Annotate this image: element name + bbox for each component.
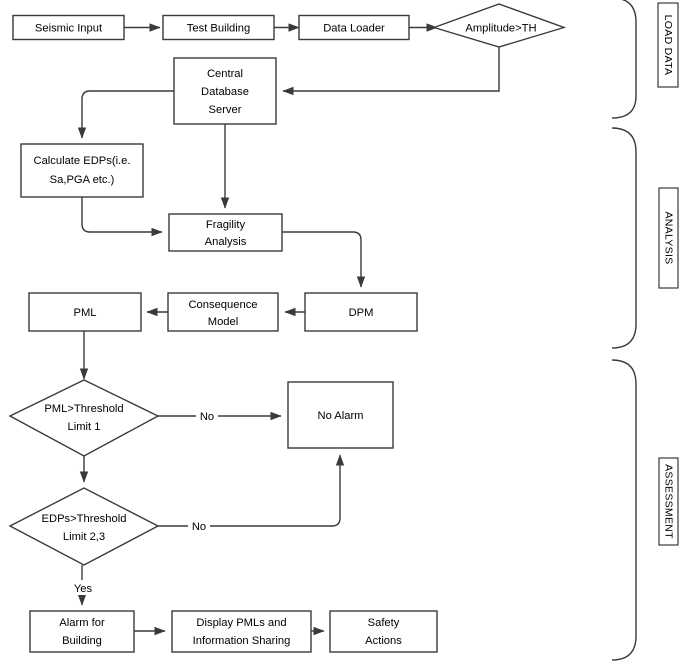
phase-label-assessment-text: ASSESSMENT	[663, 464, 675, 539]
node-pml-label: PML	[73, 307, 96, 319]
phase-label-load-data: LOAD DATA	[657, 2, 679, 88]
node-amplitude-th-label: Amplitude>TH	[465, 23, 536, 35]
node-fragility-analysis: Fragility Analysis	[168, 213, 283, 252]
node-pml-threshold-label-line2: Limit 1	[68, 421, 101, 433]
node-calculate-edps-label-line1: Calculate EDPs(i.e.	[34, 155, 131, 167]
node-central-db-label-line3: Server	[209, 104, 242, 116]
phase-label-analysis: ANALYSIS	[658, 187, 679, 289]
phase-brackets	[611, 0, 637, 661]
nodes-layer: Seismic Input Test Building Data Loader …	[8, 3, 567, 653]
node-safety-actions-label-line1: Safety	[368, 617, 400, 629]
node-dpm: DPM	[304, 292, 418, 332]
edge-edpsthreshold-no-to-noalarm	[158, 454, 345, 527]
node-amplitude-th: Amplitude>TH	[431, 3, 567, 48]
edge-label-edps-threshold-yes-top: Yes	[74, 583, 93, 595]
edge-amplitude-to-centraldb	[282, 47, 500, 96]
node-seismic-input: Seismic Input	[12, 14, 125, 41]
node-edps-threshold-label-line2: Limit 2,3	[63, 531, 105, 543]
node-data-loader-label: Data Loader	[323, 23, 385, 35]
edge-label-masks	[72, 408, 218, 595]
node-display-pmls-label-line2: Information Sharing	[193, 635, 291, 647]
node-fragility-label-line2: Analysis	[205, 236, 247, 248]
node-central-db-label-line1: Central	[207, 68, 243, 80]
edge-label-edps-threshold-no-top: No	[192, 521, 206, 533]
node-no-alarm: No Alarm	[287, 381, 394, 449]
edge-centraldb-to-calcedps	[77, 90, 174, 139]
node-central-db-label-line2: Database	[201, 86, 249, 98]
node-fragility-label-line1: Fragility	[206, 219, 246, 231]
edge-label-pml-threshold-no-top: No	[200, 411, 214, 423]
node-display-pmls-label-line1: Display PMLs and	[196, 617, 286, 629]
edges-layer	[77, 23, 500, 636]
node-calculate-edps: Calculate EDPs(i.e. Sa,PGA etc.)	[20, 143, 144, 198]
node-safety-actions-label-line2: Actions	[365, 635, 402, 647]
node-consequence-label-line1: Consequence	[188, 299, 257, 311]
phase-bracket-load-data	[611, 0, 637, 119]
phase-label-load-data-text: LOAD DATA	[662, 15, 674, 76]
node-edps-threshold: EDPs>Threshold Limit 2,3	[8, 487, 160, 566]
node-data-loader: Data Loader	[298, 14, 410, 41]
node-test-building: Test Building	[162, 14, 275, 41]
node-dpm-label: DPM	[349, 307, 374, 319]
node-test-building-label: Test Building	[187, 23, 250, 35]
node-consequence-label-line2: Model	[208, 316, 238, 328]
phase-bracket-assessment	[611, 359, 637, 661]
node-safety-actions: Safety Actions	[329, 610, 438, 653]
node-alarm-building-label-line2: Building	[62, 635, 102, 647]
node-alarm-for-building: Alarm for Building	[29, 610, 135, 653]
node-pml: PML	[28, 292, 142, 332]
node-pml-threshold-label-line1: PML>Threshold	[44, 403, 123, 415]
phase-bracket-analysis	[611, 127, 637, 349]
phase-label-assessment: ASSESSMENT	[658, 457, 679, 546]
edge-fragility-to-dpm	[282, 231, 366, 288]
edge-labels-layer-top: No No Yes	[74, 411, 214, 595]
node-display-pmls: Display PMLs and Information Sharing	[171, 610, 312, 653]
edge-calcedps-to-fragility	[81, 197, 163, 237]
node-alarm-building-label-line1: Alarm for	[59, 617, 105, 629]
phase-label-analysis-text: ANALYSIS	[663, 212, 675, 265]
node-consequence-model: Consequence Model	[167, 292, 279, 332]
node-edps-threshold-label-line1: EDPs>Threshold	[42, 513, 127, 525]
node-seismic-input-label: Seismic Input	[35, 23, 103, 35]
node-no-alarm-label: No Alarm	[317, 410, 363, 422]
node-calculate-edps-label-line2: Sa,PGA etc.)	[50, 174, 115, 186]
node-central-database-server: Central Database Server	[173, 57, 277, 125]
node-pml-threshold: PML>Threshold Limit 1	[8, 379, 160, 457]
